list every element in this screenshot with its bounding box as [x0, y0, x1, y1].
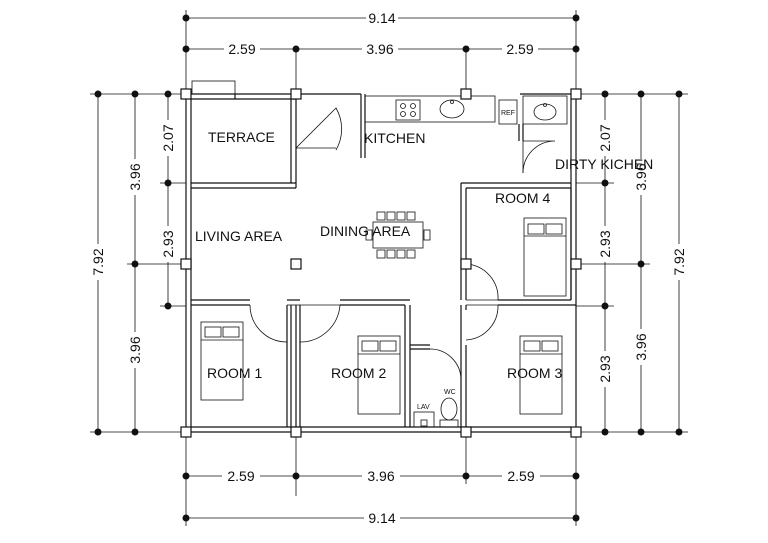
walls: REF [185, 80, 577, 433]
dim-left-inner-top: 2.07 [160, 124, 176, 151]
dim-right-outer-bottom: 3.96 [633, 333, 649, 360]
dim-top-seg1: 2.59 [228, 41, 255, 57]
room4-label: ROOM 4 [495, 190, 550, 206]
doors [249, 107, 556, 381]
dirty-kitchen-label: DIRTY KICHEN [555, 156, 653, 172]
room2-label: ROOM 2 [331, 365, 386, 381]
living-column [290, 258, 302, 270]
dim-top-seg2: 3.96 [366, 41, 393, 57]
dim-bottom-total: 9.14 [368, 510, 395, 526]
dimension-labels: 9.14 2.59 3.96 2.59 2.59 3.96 2.59 9.14 … [90, 10, 687, 526]
dim-right-inner-top: 2.07 [597, 124, 613, 151]
dim-top-seg3: 2.59 [506, 41, 533, 57]
room3-label: ROOM 3 [507, 365, 562, 381]
dim-right-inner-mid: 2.93 [597, 230, 613, 257]
wc-label: WC [444, 389, 456, 396]
dim-right-inner-bottom: 2.93 [597, 355, 613, 382]
dim-right-outer-top: 3.96 [633, 163, 649, 190]
room1-label: ROOM 1 [207, 365, 262, 381]
room-labels: TERRACE KITCHEN DIRTY KICHEN ROOM 4 LIVI… [195, 129, 653, 411]
living-area-label: LIVING AREA [195, 228, 283, 244]
dim-left-outer-bottom: 3.96 [127, 336, 143, 363]
ref-label: REF [501, 110, 515, 117]
terrace-label: TERRACE [208, 129, 275, 145]
lav-label: LAV [417, 404, 430, 411]
dim-left-inner-mid: 2.93 [160, 230, 176, 257]
dim-top-total: 9.14 [368, 10, 395, 26]
dining-area-label: DINING AREA [320, 223, 411, 239]
dim-bottom-seg1: 2.59 [227, 468, 254, 484]
dimension-lines [90, 10, 688, 526]
dim-left-total: 7.92 [90, 248, 106, 275]
bathroom-fixtures [413, 397, 459, 428]
kitchen-fixtures [395, 99, 557, 121]
dining-table [365, 211, 431, 259]
dim-bottom-seg3: 2.59 [507, 468, 534, 484]
beds [200, 217, 567, 415]
dim-right-total: 7.92 [671, 248, 687, 275]
dim-left-outer-top: 3.96 [127, 163, 143, 190]
dim-bottom-seg2: 3.96 [367, 468, 394, 484]
kitchen-label: KITCHEN [364, 130, 425, 146]
